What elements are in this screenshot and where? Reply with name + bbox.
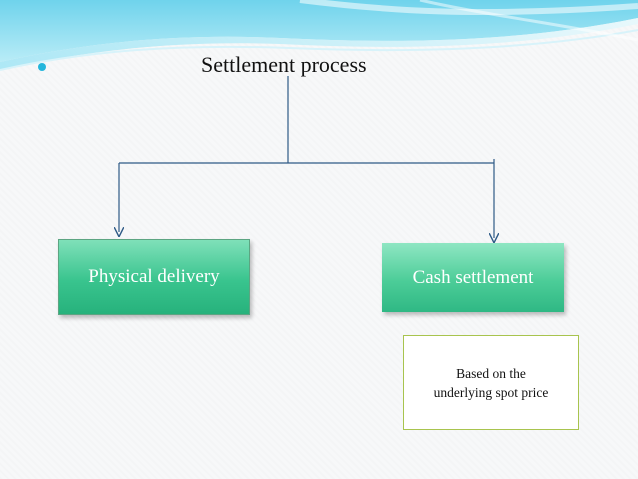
spot-price-note-box: Based on the underlying spot price <box>403 335 579 430</box>
header-wave-decoration <box>0 0 638 71</box>
physical-delivery-box: Physical delivery <box>58 239 250 315</box>
diagram-root-title: Settlement process <box>201 52 367 77</box>
note-line-2: underlying spot price <box>433 384 549 400</box>
bullet-dot-icon <box>38 63 46 71</box>
spot-price-note-text: Based on the underlying spot price <box>434 364 549 402</box>
note-line-1: Based on the <box>456 365 526 381</box>
cash-settlement-label: Cash settlement <box>412 266 534 288</box>
physical-delivery-label: Physical delivery <box>88 266 220 287</box>
cash-settlement-box: Cash settlement <box>382 243 564 312</box>
